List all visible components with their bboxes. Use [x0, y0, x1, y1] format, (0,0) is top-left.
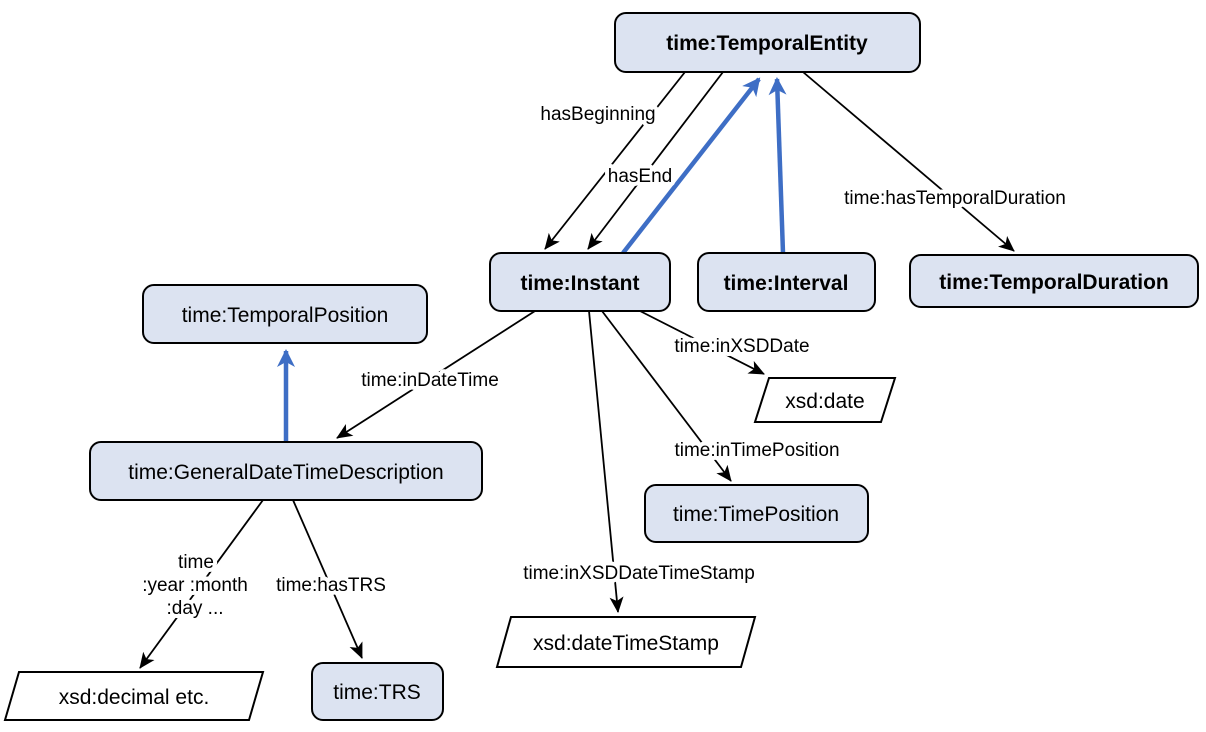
edge-has-end	[587, 71, 724, 250]
datatype-xsd-decimal-shape	[3, 671, 265, 721]
subclass-edges	[277, 77, 787, 442]
datatype-xsd-date-time-stamp-label: xsd:dateTimeStamp	[533, 632, 719, 655]
property-edges	[139, 71, 1015, 669]
edge-label-year-month-line3: :day ...	[166, 598, 223, 619]
node-trs: time:TRS	[311, 662, 444, 721]
edge-interval-subclassof-temporal-entity	[768, 77, 787, 254]
node-temporal-duration-label: time:TemporalDuration	[939, 271, 1168, 294]
node-instant-box	[489, 252, 671, 312]
edge-label-year-month-line1: time	[178, 552, 214, 573]
edge-in-time-position	[601, 310, 732, 482]
edge-in-date-time	[336, 310, 536, 439]
edge-label-has-trs: time:hasTRS	[276, 575, 386, 596]
node-trs-box	[311, 662, 444, 721]
datatype-xsd-date-time-stamp: xsd:dateTimeStamp	[495, 616, 757, 668]
node-temporal-duration: time:TemporalDuration	[909, 254, 1199, 308]
edge-label-has-beginning: hasBeginning	[540, 104, 655, 125]
node-temporal-duration-box	[909, 254, 1199, 308]
datatype-xsd-date-time-stamp-shape	[495, 616, 757, 668]
node-temporal-position-label: time:TemporalPosition	[182, 304, 389, 327]
node-general-date-time-description: time:GeneralDateTimeDescription	[89, 441, 483, 501]
node-temporal-position-box	[142, 284, 428, 344]
node-interval-label: time:Interval	[724, 272, 849, 295]
datatype-xsd-date-label: xsd:date	[785, 390, 864, 413]
node-temporal-entity-label: time:TemporalEntity	[666, 32, 868, 55]
node-time-position-label: time:TimePosition	[673, 503, 839, 526]
edge-in-xsd-date	[639, 310, 765, 375]
edge-labels: hasBeginning hasEnd time:hasTemporalDura…	[138, 100, 1070, 623]
node-time-position-box	[644, 484, 869, 543]
node-temporal-position: time:TemporalPosition	[142, 284, 428, 344]
node-interval-box	[697, 252, 876, 312]
node-instant-label: time:Instant	[520, 272, 639, 295]
datatype-xsd-date-shape	[753, 377, 897, 423]
node-temporal-entity: time:TemporalEntity	[614, 12, 921, 73]
edge-label-in-time-position: time:inTimePosition	[674, 440, 839, 461]
edge-label-has-temporal-duration: time:hasTemporalDuration	[844, 188, 1066, 209]
edge-label-in-date-time: time:inDateTime	[361, 370, 499, 391]
datatype-xsd-decimal-label: xsd:decimal etc.	[59, 686, 210, 709]
edge-label-year-month-line2: :year :month	[142, 575, 248, 596]
node-trs-label: time:TRS	[333, 681, 421, 704]
edge-has-temporal-duration	[802, 71, 1015, 252]
edge-has-trs	[292, 499, 363, 659]
edge-label-has-end: hasEnd	[608, 166, 672, 187]
edge-label-in-xsd-date: time:inXSDDate	[674, 336, 809, 357]
node-temporal-entity-box	[614, 12, 921, 73]
node-instant: time:Instant	[489, 252, 671, 312]
edge-label-in-xsd-date-time-stamp: time:inXSDDateTimeStamp	[523, 563, 755, 584]
node-general-date-time-description-box	[89, 441, 483, 501]
edge-in-xsd-date-time-stamp	[588, 310, 624, 613]
edge-instant-subclassof-temporal-entity	[621, 77, 761, 255]
node-time-position: time:TimePosition	[644, 484, 869, 543]
node-interval: time:Interval	[697, 252, 876, 312]
datatype-xsd-decimal: xsd:decimal etc.	[3, 671, 265, 721]
edge-year-month-day	[139, 499, 264, 669]
datatype-xsd-date: xsd:date	[753, 377, 897, 423]
node-general-date-time-description-label: time:GeneralDateTimeDescription	[128, 461, 444, 484]
edge-has-beginning	[544, 71, 686, 250]
